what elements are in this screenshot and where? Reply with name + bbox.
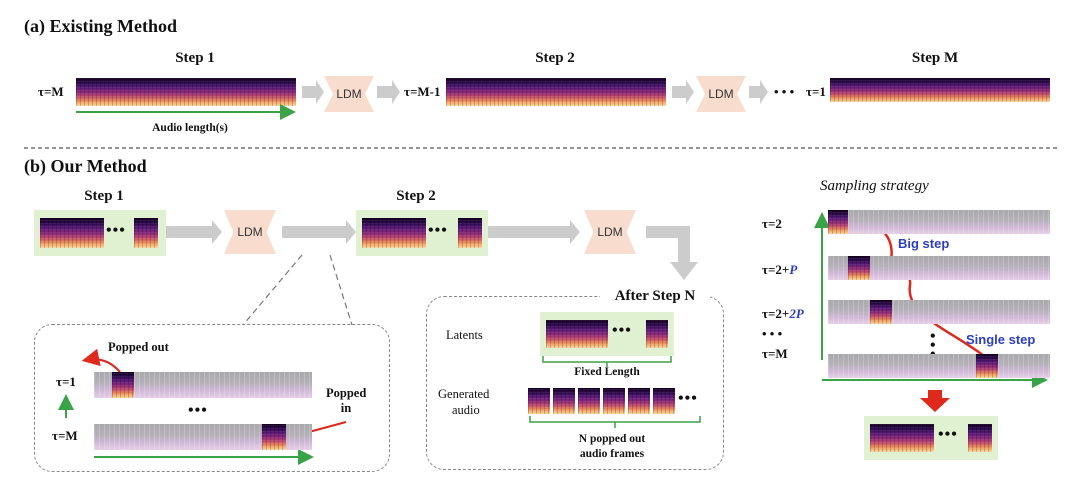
- generated-dots: •••: [678, 390, 698, 407]
- section-b-title: (b) Our Method: [24, 156, 147, 176]
- zoom-tau-M: τ=M: [52, 428, 78, 443]
- spectrogram-step2: [446, 78, 666, 106]
- stepM-title-a: Step M: [911, 50, 959, 66]
- after-latent-dots: •••: [612, 322, 632, 339]
- generated-frame: [553, 388, 575, 414]
- sampling-frame-3: [870, 300, 892, 324]
- zoom-line-right: [329, 254, 353, 326]
- sampling-tau-22P: τ=2+2P: [762, 306, 804, 322]
- step1-title-b: Step 1: [84, 188, 124, 204]
- popped-frames-line1: N popped out: [578, 433, 646, 445]
- zoom-popped-out-frame: [112, 372, 134, 398]
- spectrogram-step1: [76, 78, 296, 106]
- after-latent-frame: [646, 320, 668, 348]
- sampling-tau-dots: • • •: [762, 326, 783, 341]
- fixed-length-label: Fixed Length: [574, 366, 640, 378]
- tau-2P-prefix: τ=2+: [762, 262, 790, 277]
- step2-dots: •••: [428, 222, 448, 239]
- step1-latent-window: [40, 218, 104, 248]
- generated-frame: [578, 388, 600, 414]
- popped-in-line1: Popped: [326, 386, 367, 400]
- zoom-tau-1: τ=1: [56, 374, 76, 389]
- ellipsis-a: • • •: [774, 84, 795, 99]
- sampling-result-dots: •••: [938, 426, 958, 443]
- popped-frames-bracket: [529, 416, 701, 428]
- sampling-row-4: [828, 354, 1050, 378]
- zoom-line-left: [242, 254, 303, 326]
- tau-22P-suffix: 2P: [789, 306, 804, 321]
- popped-out-label: Popped out: [108, 340, 169, 354]
- zoom-dots: •••: [188, 402, 208, 419]
- step2-title-b: Step 2: [396, 188, 436, 204]
- tau-M1-label-a: τ=M-1: [404, 84, 441, 99]
- sampling-frame-1: [828, 210, 848, 234]
- sampling-row-3: [828, 300, 1050, 324]
- single-step-label: Single step: [966, 332, 1036, 347]
- popped-frames-line2: audio frames: [579, 448, 645, 460]
- section-a-title: (a) Existing Method: [24, 16, 177, 36]
- generated-frame: [603, 388, 625, 414]
- generated-frame: [653, 388, 675, 414]
- sampling-frame-4: [976, 354, 998, 378]
- generated-frame: [628, 388, 650, 414]
- latents-label: Latents: [446, 328, 483, 342]
- zoom-panel: [34, 324, 390, 472]
- tau-2P-suffix: P: [789, 262, 798, 277]
- generated-audio-label: Generated audio: [438, 386, 489, 418]
- sampling-frame-2: [848, 256, 870, 280]
- sampling-row-1: [828, 210, 1050, 234]
- generated-line2: audio: [452, 403, 480, 417]
- spectrogram-stepM: [830, 78, 1050, 102]
- tau-1-label-a: τ=1: [806, 84, 826, 99]
- big-step-label: Big step: [898, 236, 950, 251]
- audio-length-label: Audio length(s): [152, 122, 228, 134]
- generated-frame: [528, 388, 550, 414]
- popped-frames-label: N popped out audio frames: [557, 432, 667, 462]
- popped-out-arrow: [81, 348, 121, 373]
- step2-latent-frame: [458, 218, 482, 248]
- gray-arrows-a: [302, 80, 768, 104]
- tau-M-label-a: τ=M: [38, 84, 64, 99]
- sampling-tau-M: τ=M: [762, 346, 788, 361]
- sampling-result-window: [870, 424, 934, 452]
- generated-line1: Generated: [438, 387, 490, 401]
- after-step-n-title: After Step N: [600, 288, 710, 305]
- sampling-result-arrow: [920, 390, 950, 412]
- step2-latent-window: [362, 218, 426, 248]
- popped-in-line2: in: [340, 401, 352, 415]
- tau-22P-prefix: τ=2+: [762, 306, 790, 321]
- step1-latent-frame: [134, 218, 158, 248]
- after-step-n-panel: [426, 296, 724, 470]
- step2-title-a: Step 2: [535, 50, 575, 66]
- sampling-tau-2P: τ=2+P: [762, 262, 797, 278]
- sampling-title: Sampling strategy: [820, 178, 929, 194]
- sampling-result-frame: [968, 424, 992, 452]
- after-latent-window: [546, 320, 608, 348]
- sampling-tau-2: τ=2: [762, 216, 782, 231]
- step1-title-a: Step 1: [175, 50, 215, 66]
- step1-dots: •••: [106, 222, 126, 239]
- fixed-length-bracket: [542, 356, 672, 367]
- gray-arrows-b: [166, 220, 698, 280]
- zoom-popped-in-frame: [262, 424, 286, 450]
